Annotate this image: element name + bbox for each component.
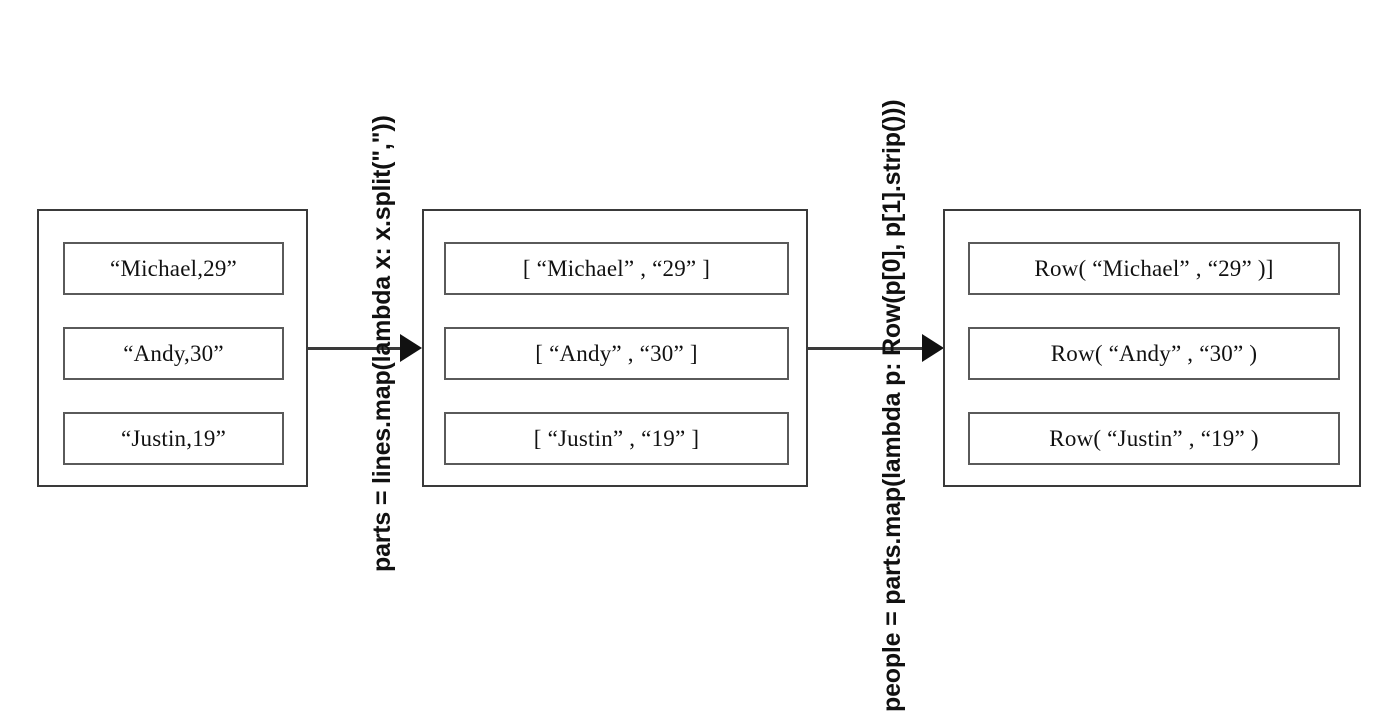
stage-parts: [ “Michael” , “29” ] [ “Andy” , “30” ] [… — [422, 209, 808, 487]
record-cell: [ “Andy” , “30” ] — [444, 327, 789, 380]
record-cell: Row( “Andy” , “30” ) — [968, 327, 1340, 380]
stage-people: Row( “Michael” , “29” )] Row( “Andy” , “… — [943, 209, 1361, 487]
record-cell: “Michael,29” — [63, 242, 284, 295]
record-cell: “Andy,30” — [63, 327, 284, 380]
record-cell: “Justin,19” — [63, 412, 284, 465]
transition-label-2: people = parts.map(lambda p: Row(p[0], p… — [878, 99, 906, 712]
transition-label-1: parts = lines.map(lambda x: x.split(",")… — [368, 115, 396, 572]
arrow-head-icon — [922, 334, 944, 362]
record-cell: Row( “Michael” , “29” )] — [968, 242, 1340, 295]
record-cell: [ “Justin” , “19” ] — [444, 412, 789, 465]
arrow-shaft-1 — [308, 347, 408, 350]
record-cell: Row( “Justin” , “19” ) — [968, 412, 1340, 465]
arrow-shaft-2 — [808, 347, 930, 350]
arrow-head-icon — [400, 334, 422, 362]
stage-lines: “Michael,29” “Andy,30” “Justin,19” — [37, 209, 308, 487]
record-cell: [ “Michael” , “29” ] — [444, 242, 789, 295]
